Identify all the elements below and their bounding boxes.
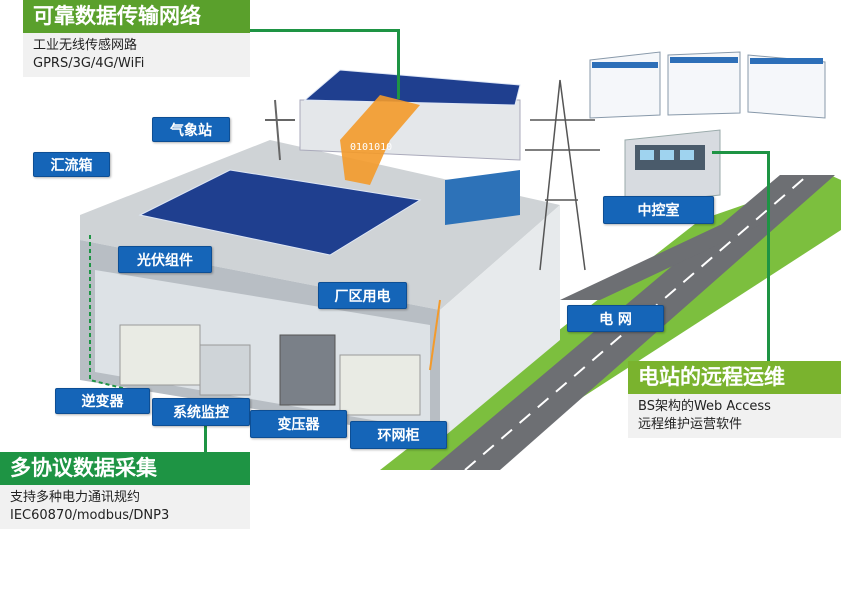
equipment-cabinets — [119, 324, 421, 416]
callout-collection: 多协议数据采集 支持多种电力通讯规约 IEC60870/modbus/DNP3 — [0, 452, 250, 529]
callout-line: 工业无线传感网路 — [33, 38, 138, 53]
label-plant-power: 厂区用电 — [318, 282, 407, 309]
office-solar-panels — [303, 69, 521, 106]
callout-title: 可靠数据传输网络 — [23, 0, 250, 33]
data-stream-arrow — [340, 95, 420, 185]
building-side — [440, 205, 560, 440]
label-system-monitoring: 系统监控 — [152, 398, 250, 426]
label-grid: 电 网 — [567, 305, 664, 332]
box-transformer — [445, 170, 520, 225]
callout-line: 远程维护运营软件 — [638, 417, 743, 432]
weather-station-mast — [265, 99, 295, 161]
connector-line — [397, 29, 400, 99]
callout-network: 可靠数据传输网络 工业无线传感网路 GPRS/3G/4G/WiFi — [23, 0, 250, 77]
callout-title: 电站的远程运维 — [628, 361, 841, 394]
label-control-room: 中控室 — [603, 196, 714, 224]
callout-line: IEC60870/modbus/DNP3 — [10, 508, 170, 523]
transmission-tower — [525, 79, 600, 271]
data-stream-text: 0101010 — [350, 142, 392, 153]
label-combiner-box: 汇流箱 — [33, 152, 110, 177]
connector-line — [767, 151, 770, 363]
connector-line — [204, 425, 207, 453]
label-pv-modules: 光伏组件 — [118, 246, 212, 273]
web-screens — [589, 51, 826, 119]
road-side — [560, 225, 760, 300]
connector-line — [712, 151, 770, 154]
callout-title: 多协议数据采集 — [0, 452, 250, 485]
label-ring-main-unit: 环网柜 — [350, 421, 447, 449]
label-weather-station: 气象站 — [152, 117, 230, 142]
callout-line: 支持多种电力通讯规约 — [10, 490, 141, 505]
label-transformer: 变压器 — [250, 410, 347, 438]
label-inverter: 逆变器 — [55, 388, 150, 414]
connector-line — [250, 29, 400, 32]
solar-array — [138, 169, 422, 256]
callout-line: BS架构的Web Access — [638, 399, 771, 414]
callout-remote: 电站的远程运维 BS架构的Web Access 远程维护运营软件 — [628, 361, 841, 438]
callout-line: GPRS/3G/4G/WiFi — [33, 56, 145, 71]
